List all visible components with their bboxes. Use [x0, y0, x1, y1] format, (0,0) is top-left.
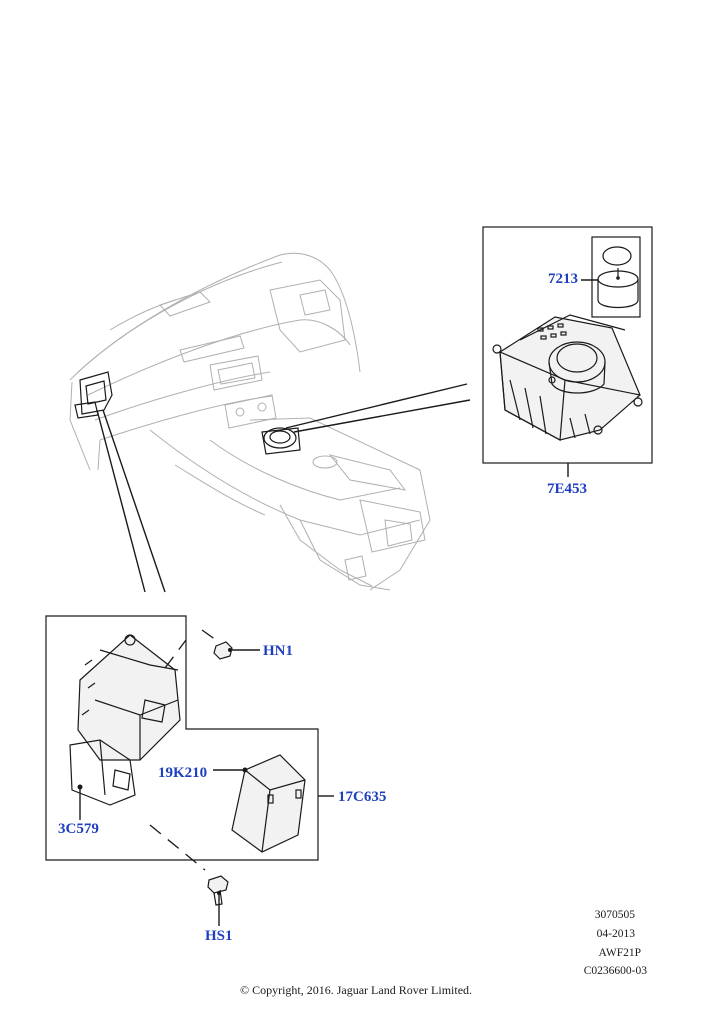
callout-HN1: HN1 [263, 643, 293, 659]
gear-selector-module-icon [492, 314, 643, 441]
callout-HS1: HS1 [205, 928, 233, 944]
dash-to-hn1-b [201, 629, 217, 641]
module-bracket-icon [69, 634, 181, 806]
dash-to-hs1 [149, 824, 206, 871]
callout-19K210: 19K210 [158, 765, 208, 781]
leader-module-right [102, 409, 166, 593]
reference-illustration-id: C0236600-03 [583, 965, 647, 977]
reference-model-code: AWF21P [598, 947, 641, 959]
module-detail-frame [45, 615, 319, 861]
screw-icon [207, 875, 229, 906]
nut-icon [213, 641, 233, 660]
callout-7213: 7213 [548, 271, 578, 287]
control-module-icon [231, 754, 306, 853]
dash-to-hn1-a [164, 639, 187, 669]
copyright-notice: © Copyright, 2016. Jaguar Land Rover Lim… [239, 983, 473, 997]
reference-date: 04-2013 [596, 928, 635, 940]
leader-knob-upper [285, 383, 468, 429]
callout-3C579: 3C579 [58, 821, 99, 837]
leader-module-left [96, 409, 146, 593]
vehicle-dashboard-icon [69, 252, 431, 591]
leader-knob-lower [293, 399, 471, 433]
callout-17C635: 17C635 [338, 789, 387, 805]
reference-number: 3070505 [594, 909, 635, 921]
rotary-knob-icon [597, 246, 639, 309]
callout-7E453: 7E453 [547, 481, 588, 497]
knob-detail-frame [591, 236, 641, 318]
